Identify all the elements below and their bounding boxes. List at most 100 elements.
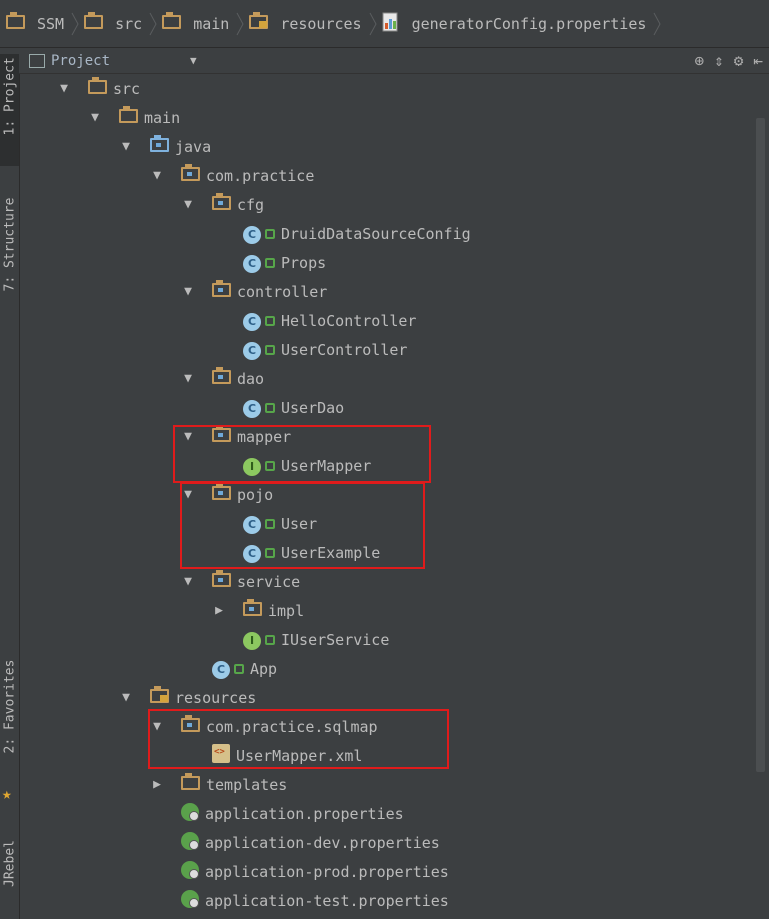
tree-item[interactable]: ▶templates <box>150 770 287 799</box>
locate-icon[interactable]: ⊕ <box>694 51 705 70</box>
tree-spacer <box>150 865 164 879</box>
tool-tab-jrebel[interactable]: JRebel <box>2 840 18 887</box>
tree-spacer <box>150 894 164 908</box>
tree-item[interactable]: ▼ controller <box>181 277 327 306</box>
expand-arrow-icon[interactable]: ▼ <box>184 573 192 589</box>
collapse-all-icon[interactable]: ⇕ <box>714 51 724 70</box>
tree-spacer <box>212 314 226 328</box>
expand-arrow-icon[interactable]: ▼ <box>184 196 192 212</box>
tree-item[interactable]: UserMapper.xml <box>181 741 362 770</box>
tree-item[interactable]: ▼ com.practice <box>150 161 314 190</box>
red-highlight-box <box>180 482 425 569</box>
interface-icon: I <box>243 630 275 650</box>
folder-icon <box>88 76 107 98</box>
project-view-icon <box>29 53 45 68</box>
chevron-right-icon <box>653 12 661 35</box>
project-view-selector[interactable]: Project <box>51 52 111 69</box>
breadcrumb-item-resources[interactable]: resources <box>249 9 377 39</box>
tree-item[interactable]: ▼com.practice.sqlmap <box>150 712 378 741</box>
tree-item[interactable]: ▼service <box>181 567 300 596</box>
tree-item-label: pojo <box>237 485 274 504</box>
tree-item[interactable]: ▼src <box>57 74 140 103</box>
tree-spacer <box>150 807 164 821</box>
tree-item-label: application-test.properties <box>205 891 449 910</box>
tree-item-label: com.practice <box>206 166 315 185</box>
vertical-scrollbar[interactable] <box>756 118 765 772</box>
public-access-icon <box>265 315 275 326</box>
resources-folder-icon <box>249 11 269 33</box>
hide-icon[interactable]: ⇤ <box>753 51 763 70</box>
tree-item-label: User <box>281 514 318 533</box>
spring-properties-icon <box>181 860 199 883</box>
expand-arrow-icon[interactable]: ▼ <box>184 370 192 386</box>
project-view-header: Project ▼ ⊕ ⇕ ⚙ ⇤ <box>19 48 769 74</box>
gear-icon[interactable]: ⚙ <box>733 51 744 70</box>
expand-arrow-icon[interactable]: ▼ <box>184 283 192 299</box>
red-highlight-box <box>148 709 449 769</box>
tree-item[interactable]: application-dev.properties <box>150 828 440 857</box>
tree-item[interactable]: ▼ dao <box>181 364 264 393</box>
public-access-icon <box>234 663 244 674</box>
interface-icon: I <box>243 456 275 476</box>
tree-item-label: dao <box>237 369 265 388</box>
resources-folder-icon <box>150 685 169 707</box>
tree-item[interactable]: application.properties <box>150 799 404 828</box>
expand-arrow-icon[interactable]: ▼ <box>122 138 130 154</box>
tree-item[interactable]: application-test.properties <box>150 886 449 915</box>
expand-arrow-icon[interactable]: ▼ <box>184 428 192 444</box>
breadcrumb-item-generatorconfig[interactable]: generatorConfig.properties <box>382 9 663 39</box>
package-icon <box>212 366 231 388</box>
tool-tab-structure[interactable]: 7: Structure <box>2 197 18 292</box>
folder-icon <box>84 11 104 33</box>
public-access-icon <box>265 344 275 355</box>
package-icon <box>181 163 200 185</box>
tree-item-label: resources <box>175 688 257 707</box>
star-icon: ★ <box>2 784 12 803</box>
chevron-right-icon <box>71 12 79 35</box>
expand-arrow-icon[interactable]: ▼ <box>60 80 68 96</box>
tree-item[interactable]: ▼mapper <box>181 422 291 451</box>
tree-item[interactable]: ▼cfg <box>181 190 264 219</box>
tree-item[interactable]: C User <box>212 509 317 538</box>
tool-tab-favorites[interactable]: 2: Favorites ★ <box>2 659 18 803</box>
collapse-arrow-icon[interactable]: ▶ <box>153 776 161 792</box>
tree-item-label: controller <box>237 282 328 301</box>
folder-icon <box>162 11 182 33</box>
tool-tab-project[interactable]: 1: Project <box>0 54 19 166</box>
package-icon <box>243 598 262 620</box>
tree-item[interactable]: ▼java <box>119 132 211 161</box>
class-icon: C <box>243 514 275 534</box>
tree-item-label: UserMapper.xml <box>236 746 363 765</box>
dropdown-arrow-icon[interactable]: ▼ <box>190 54 197 67</box>
tree-item[interactable]: application-prod.properties <box>150 857 449 886</box>
collapse-arrow-icon[interactable]: ▶ <box>215 602 223 618</box>
tree-spacer <box>181 662 195 676</box>
public-access-icon <box>265 634 275 645</box>
tree-item-label: DruidDataSourceConfig <box>281 224 471 243</box>
package-icon <box>212 482 231 504</box>
expand-arrow-icon[interactable]: ▼ <box>184 486 192 502</box>
breadcrumb-item-main[interactable]: main <box>162 9 245 39</box>
expand-arrow-icon[interactable]: ▼ <box>153 718 161 734</box>
package-icon <box>212 192 231 214</box>
expand-arrow-icon[interactable]: ▼ <box>122 689 130 705</box>
tree-item[interactable]: ▼main <box>88 103 180 132</box>
expand-arrow-icon[interactable]: ▼ <box>91 109 99 125</box>
source-folder-icon <box>150 134 169 156</box>
tree-item[interactable]: ▼ pojo <box>181 480 273 509</box>
breadcrumb-item-ssm[interactable]: SSM <box>6 9 80 39</box>
breadcrumb-item-src[interactable]: src <box>84 9 158 39</box>
expand-arrow-icon[interactable]: ▼ <box>153 167 161 183</box>
tree-item[interactable]: ▼ resources <box>119 683 256 712</box>
tree-item[interactable]: ▶impl <box>212 596 304 625</box>
